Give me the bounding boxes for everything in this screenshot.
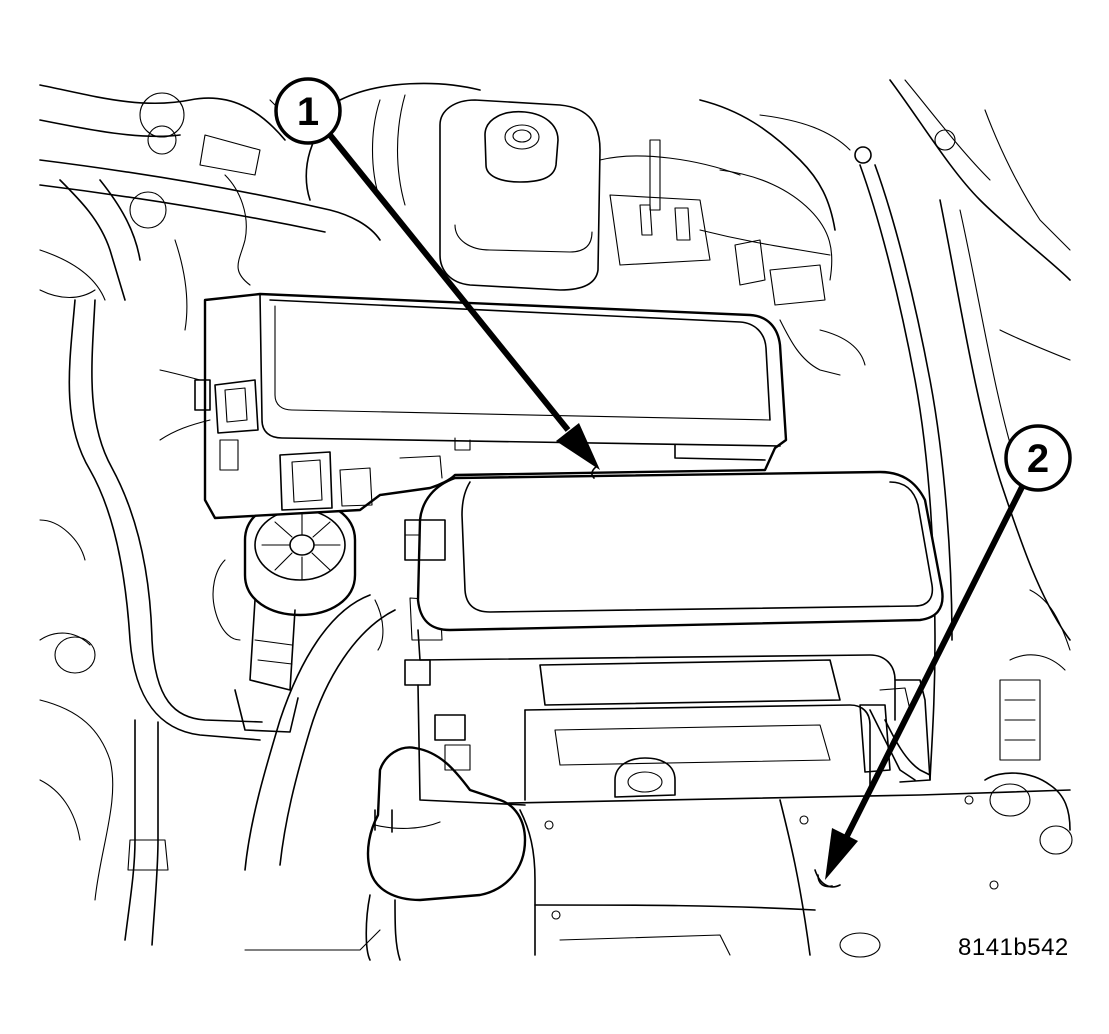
callout-2: 2: [1004, 424, 1072, 492]
leader-arrow-2: [817, 485, 1025, 888]
callout-1-label: 1: [297, 90, 319, 134]
callout-2-label: 2: [1027, 437, 1049, 481]
battery-tray: [244, 789, 1071, 958]
power-distribution-center: [159, 292, 788, 520]
leader-arrow-1: [327, 133, 600, 479]
figure-id-label: 8141b542: [958, 934, 1069, 961]
vacuum-canister: [212, 498, 443, 733]
callout-1: 1: [274, 77, 342, 145]
positive-terminal-cable: [244, 594, 527, 961]
battery-cover: [404, 470, 944, 806]
